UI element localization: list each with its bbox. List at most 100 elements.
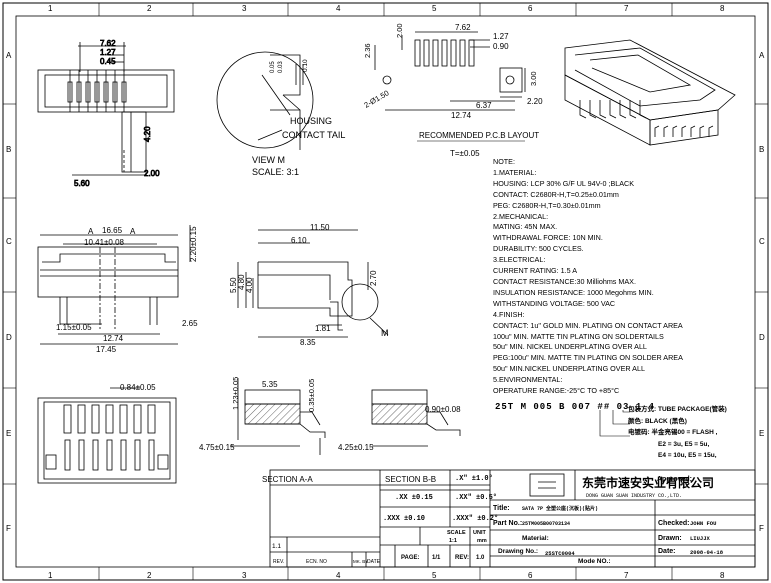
- dim-m-0-03: 0.03: [278, 61, 284, 73]
- iso-pin-front: [708, 125, 714, 137]
- iso-pin-front: [663, 125, 669, 137]
- dim-pcb-7-62: 7.62: [455, 23, 471, 32]
- iso-pin-front: [672, 125, 678, 137]
- note-line: OPERATURE RANGE:-25°C TO +85°C: [493, 386, 620, 396]
- note-line: NOTE:: [493, 157, 515, 166]
- checked-value: JOHN FOU: [690, 520, 716, 527]
- dim-top-2-00: 2.00: [144, 169, 160, 178]
- dim-side-4-00: 4.00: [245, 277, 254, 293]
- grid-col-7-top: 7: [624, 4, 629, 13]
- drawing-no-label: Drawing No.:: [498, 548, 538, 555]
- pcb-pad: [432, 39, 439, 67]
- dim-pcb-12-74: 12.74: [451, 111, 472, 120]
- note-line: PEG: C2680R-H,T=0.30±0.01mm: [493, 200, 601, 210]
- dim-side-11-50: 11.50: [310, 223, 330, 232]
- grid-row-E-left: E: [6, 429, 11, 438]
- grid-col-5-bottom: 5: [432, 571, 437, 580]
- grid-row-E-right: E: [759, 429, 764, 438]
- dim-front-1-15: 1.15±0.05: [56, 323, 92, 332]
- dim-pcb-3-00: 3.00: [529, 71, 538, 86]
- grid-col-1-bottom: 1: [48, 571, 53, 580]
- part-number-legend: 包装方式: TUBE PACKAGE(管装)颜色: BLACK (黑色)电镀码:…: [628, 404, 727, 462]
- note-line: CONTACT: C2680R-H,T=0.25±0.01mm: [493, 189, 619, 199]
- grid-row-F-right: F: [759, 524, 764, 533]
- grid-col-7-bottom: 7: [624, 571, 629, 580]
- dim-front-12-74: 12.74: [103, 334, 124, 343]
- iso-pin-front: [699, 125, 705, 137]
- dim-pcb-2-20: 2.20: [527, 97, 543, 106]
- grid-row-C-right: C: [759, 237, 765, 246]
- grid-col-6-top: 6: [528, 4, 533, 13]
- view-m-scale: SCALE: 3:1: [252, 167, 299, 177]
- title-value: SATA 7P 全塑公座(沉板)(贴片): [522, 505, 598, 512]
- note-line: 50u" MIN.NICKEL UNDERPLATING OVER ALL: [493, 364, 645, 374]
- rev-table-id: 1.1: [272, 543, 281, 550]
- bottom-view-contact: [148, 439, 155, 471]
- tol-xx-angle: .XX" ±0.5°: [455, 493, 497, 502]
- note-line: 100u" MIN. MATTE TIN PLATING ON SOLDERTA…: [493, 331, 664, 341]
- dim-bottom-0-84: 0.84±0.05: [120, 383, 156, 392]
- bottom-view-slot: [77, 404, 86, 434]
- part-number-leaders: [599, 410, 630, 437]
- part-number-legend-line: 包装方式: TUBE PACKAGE(管装): [628, 406, 727, 413]
- section-mark-a-right: A: [130, 227, 136, 236]
- pcb-pad: [468, 39, 475, 67]
- dim-front-16-65: 16.65: [102, 226, 123, 235]
- dim-m-0-05: 0.05: [270, 61, 276, 73]
- bottom-view-slot: [105, 404, 114, 434]
- page-label: PAGE:: [401, 555, 420, 561]
- note-line: 1.MATERIAL:: [493, 167, 537, 177]
- iso-pin: [619, 100, 627, 119]
- note-line: 2.MECHANICAL:: [493, 211, 549, 221]
- note-line: INSULATION RESISTANCE: 1000 Megohms MIN.: [493, 287, 654, 297]
- grid-col-2-top: 2: [147, 4, 152, 13]
- checked-label: Checked:: [658, 520, 690, 527]
- note-line: PEG:100u" MIN. MATTE TIN PLATING ON SOLD…: [493, 353, 683, 363]
- rev-value: 1.0: [476, 555, 485, 561]
- note-line: CONTACT: 1u" GOLD MIN. PLATING ON CONTAC…: [493, 320, 683, 330]
- grid-row-A-right: A: [759, 51, 765, 60]
- section-b-label: SECTION B-B: [385, 475, 436, 484]
- part-number-legend-line: E4 = 10u, E5 = 15u,: [658, 452, 717, 459]
- bottom-view: [37, 387, 177, 484]
- iso-pin: [579, 100, 587, 119]
- scale-value: 1:1: [449, 538, 457, 544]
- section-a-label: SECTION A-A: [262, 475, 313, 484]
- side-view: [237, 229, 389, 338]
- dim-m-0-10: 0.10: [302, 59, 309, 72]
- drawn-label: Drawn:: [658, 535, 682, 542]
- pcb-pad: [459, 39, 466, 67]
- dim-pcb-holes: 2-Ø1.50: [363, 88, 391, 109]
- top-view: 7.62 1.27 0.45 4.20 5.60 2.00: [37, 39, 175, 188]
- pcb-pad: [414, 39, 421, 67]
- note-line: 4.FINISH:: [493, 309, 525, 319]
- bottom-view-slot: [63, 404, 72, 434]
- dim-side-5-50: 5.50: [229, 277, 238, 293]
- approved-label: Approved:: [657, 476, 692, 483]
- grid-col-6-bottom: 6: [528, 571, 533, 580]
- title-label: Title:: [493, 505, 510, 512]
- grid-col-3-bottom: 3: [242, 571, 247, 580]
- note-line: 3.ELECTRICAL:: [493, 255, 546, 265]
- dim-pcb-0-90: 0.90: [493, 42, 509, 51]
- dim-top-7-62: 7.62: [100, 39, 116, 48]
- bottom-view-slot: [119, 404, 128, 434]
- dim-sec-0-35: 0.35±0.05: [307, 379, 316, 412]
- pcb-layout: [374, 31, 526, 111]
- iso-pin-front: [654, 125, 660, 137]
- unit-value: mm: [477, 538, 487, 544]
- dim-front-2-20: 2.20±0.15: [189, 226, 198, 262]
- grid-row-D-right: D: [759, 333, 765, 342]
- dim-sec-1-23: 1.23±0.05: [231, 377, 240, 410]
- dim-pcb-2-36: 2.36: [363, 43, 372, 58]
- view-m-detail: [216, 51, 314, 150]
- rev-label: REV:: [455, 555, 469, 561]
- dim-front-2-65: 2.65: [182, 319, 198, 328]
- note-line: CURRENT RATING: 1.5 A: [493, 266, 578, 276]
- grid-col-4-top: 4: [336, 4, 341, 13]
- grid-col-4-bottom: 4: [336, 571, 341, 580]
- page-value: 1/1: [432, 555, 441, 561]
- dim-top-1-27: 1.27: [100, 48, 116, 57]
- grid-col-3-top: 3: [242, 4, 247, 13]
